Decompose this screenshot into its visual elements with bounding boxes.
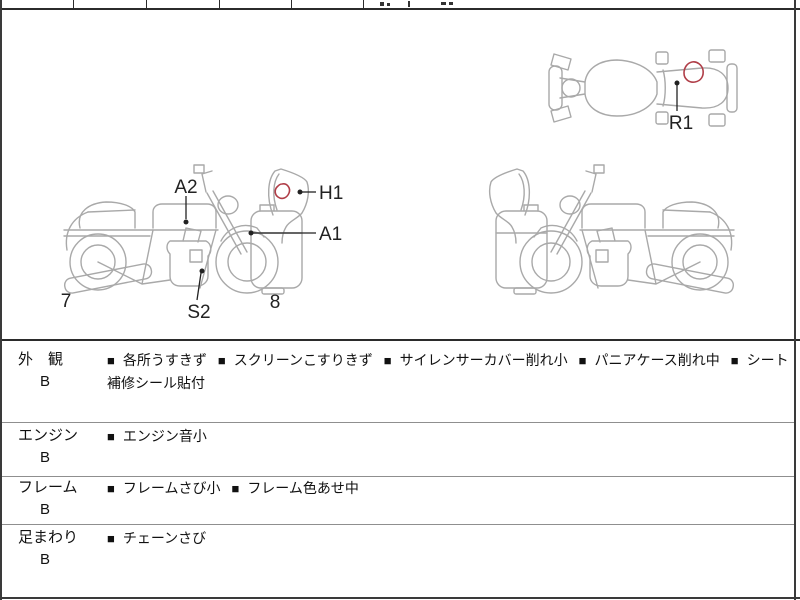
condition-item: ■ フレーム色あせ中 [231, 480, 358, 496]
damage-circle-seat [683, 61, 704, 83]
category-label: 外 観 [18, 351, 64, 368]
cutoff-text-fragment [380, 2, 384, 6]
condition-item: ■ フレームさび小 [107, 480, 220, 496]
top-view-bike [548, 49, 738, 127]
side-view-bike-right [488, 164, 736, 295]
header-divider [291, 0, 292, 8]
leader-dot [674, 80, 680, 86]
condition-item: ■シート補修シール貼付 [107, 352, 789, 391]
condition-item: ■ エンジン音小 [107, 428, 207, 444]
condition-item-text: スクリーンこすりきず [233, 352, 373, 368]
grade-value: B [40, 501, 51, 518]
condition-items: ■ チェーンさび [107, 527, 794, 571]
category-cell: フレーム B [2, 477, 107, 521]
condition-item: ■ パニアケース削れ中 [579, 352, 720, 368]
bullet-icon: ■ [383, 353, 392, 368]
cutoff-text-fragment [449, 2, 453, 5]
row-divider [2, 476, 794, 477]
table-row-frame: フレーム B ■ フレームさび小 ■ フレーム色あせ中 [2, 477, 794, 521]
category-label: エンジン [18, 427, 79, 444]
header-divider [146, 0, 147, 8]
condition-items: ■ 各所うすきず ■ スクリーンこすりきず ■ サイレンサーカバー削れ小 ■ パニアケース削れ… [107, 349, 794, 394]
category-cell: 足まわり B [2, 527, 107, 571]
leader-dot [183, 219, 189, 225]
label-zone-8: 8 [270, 292, 281, 313]
table-top-border [0, 339, 800, 341]
bullet-icon: ■ [217, 353, 226, 368]
label-a2: A2 [174, 177, 197, 198]
cutoff-text-fragment [408, 1, 410, 7]
leader-dot [297, 189, 303, 195]
header-row-border [0, 8, 800, 10]
leader-dots [183, 80, 680, 274]
damage-circle-screen [274, 183, 291, 200]
sheet-border-right [794, 0, 796, 600]
bullet-icon: ■ [107, 481, 115, 496]
bullet-icon: ■ [730, 353, 739, 368]
table-row-undercarriage: 足まわり B ■ チェーンさび [2, 525, 794, 571]
leader-line-s2 [196, 272, 202, 301]
label-r1: R1 [669, 113, 693, 134]
condition-item-text: フレームさび小 [122, 480, 221, 496]
leader-lines [185, 85, 678, 301]
condition-item-text: エンジン音小 [122, 428, 207, 444]
bullet-icon: ■ [107, 353, 115, 368]
bullet-icon: ■ [107, 531, 115, 546]
category-cell: 外 観 B [2, 349, 107, 394]
grade-value: B [40, 551, 51, 568]
condition-item-text: チェーンさび [122, 530, 207, 546]
category-label: フレーム [18, 479, 78, 496]
header-divider [363, 0, 364, 8]
label-a1: A1 [319, 224, 342, 245]
leader-dot [199, 268, 205, 274]
condition-item: ■ サイレンサーカバー削れ小 [384, 352, 568, 368]
leader-dot [248, 230, 254, 236]
grade-value: B [40, 449, 51, 466]
label-zone-7: 7 [61, 291, 72, 312]
condition-item: ■ 各所うすきず [107, 352, 207, 368]
condition-item-text: 各所うすきず [122, 352, 207, 368]
condition-item-text: パニアケース削れ中 [594, 352, 720, 368]
sheet-border-bottom [0, 597, 800, 599]
condition-items: ■ エンジン音小 [107, 425, 794, 469]
row-divider [2, 524, 794, 525]
category-label: 足まわり [18, 529, 79, 546]
cutoff-text-fragment [441, 2, 446, 5]
header-divider [219, 0, 220, 8]
label-s2: S2 [187, 302, 210, 323]
table-row-exterior: 外 観 B ■ 各所うすきず ■ スクリーンこすりきず ■ サイレンサーカバー削れ小 ■ パニ… [2, 341, 794, 394]
condition-item-text: シート補修シール貼付 [107, 352, 789, 391]
condition-item-text: サイレンサーカバー削れ小 [399, 352, 568, 368]
condition-item: ■ チェーンさび [107, 530, 206, 546]
condition-item: ■ スクリーンこすりきず [218, 352, 373, 368]
bullet-icon: ■ [231, 481, 240, 496]
table-row-engine: エンジン B ■ エンジン音小 [2, 423, 794, 469]
header-divider [73, 0, 74, 8]
condition-items: ■ フレームさび小 ■ フレーム色あせ中 [107, 477, 794, 521]
cutoff-text-fragment [387, 3, 390, 6]
condition-item-text: フレーム色あせ中 [247, 480, 359, 496]
grade-value: B [40, 373, 51, 390]
bullet-icon: ■ [107, 429, 115, 444]
category-cell: エンジン B [2, 425, 107, 469]
row-divider [2, 422, 794, 423]
bullet-icon: ■ [578, 353, 587, 368]
label-h1: H1 [319, 183, 343, 204]
sheet-border-left [0, 0, 2, 600]
